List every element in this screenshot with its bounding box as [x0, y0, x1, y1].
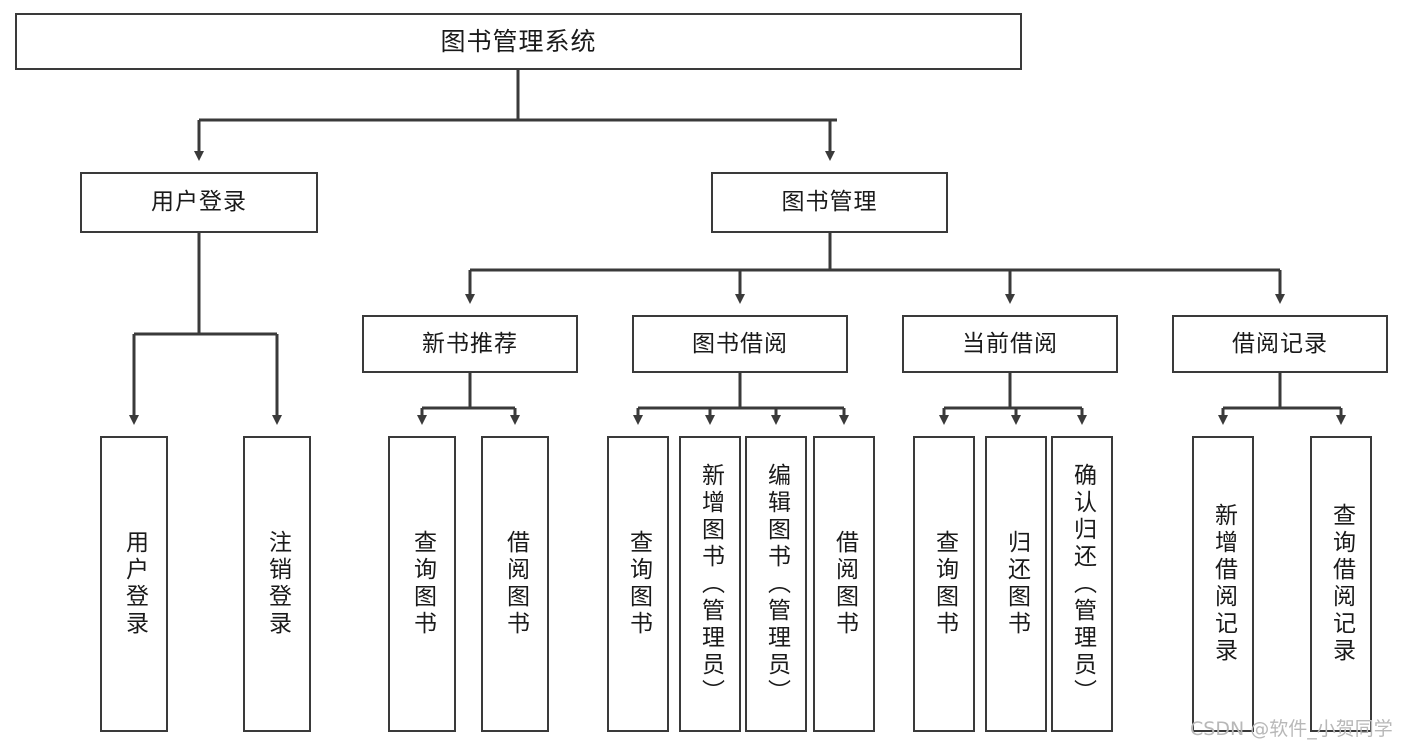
node-book-borrow[interactable]: 图书借阅	[632, 315, 848, 373]
node-leaf-cur-return-label: 归还图书	[1003, 530, 1030, 638]
node-leaf-rec-borrow-label: 借阅图书	[502, 530, 529, 638]
node-leaf-rec-query[interactable]: 查询图书	[388, 436, 456, 732]
node-leaf-user-logout-label: 注销登录	[264, 530, 291, 638]
node-leaf-record-add-label: 新增借阅记录	[1210, 503, 1237, 665]
node-leaf-borrow-lend[interactable]: 借阅图书	[813, 436, 875, 732]
node-book-manage-label: 图书管理	[781, 189, 878, 216]
node-leaf-borrow-add[interactable]: 新增图书（管理员）	[679, 436, 741, 732]
node-leaf-borrow-edit[interactable]: 编辑图书（管理员）	[745, 436, 807, 732]
node-leaf-record-query[interactable]: 查询借阅记录	[1310, 436, 1372, 732]
node-root[interactable]: 图书管理系统	[15, 13, 1022, 70]
node-new-book-rec[interactable]: 新书推荐	[362, 315, 578, 373]
node-borrow-record-label: 借阅记录	[1232, 330, 1328, 357]
node-leaf-borrow-lend-label: 借阅图书	[831, 530, 858, 638]
node-user-login-label: 用户登录	[151, 189, 247, 216]
node-leaf-cur-confirm[interactable]: 确认归还（管理员）	[1051, 436, 1113, 732]
node-current-borrow-label: 当前借阅	[962, 330, 1058, 357]
node-borrow-record[interactable]: 借阅记录	[1172, 315, 1388, 373]
node-user-login[interactable]: 用户登录	[80, 172, 318, 233]
node-leaf-user-logout[interactable]: 注销登录	[243, 436, 311, 732]
node-leaf-record-query-label: 查询借阅记录	[1328, 503, 1355, 665]
node-leaf-borrow-query-label: 查询图书	[625, 530, 652, 638]
node-leaf-user-login-label: 用户登录	[121, 530, 148, 638]
csdn-watermark: CSDN @软件_小贺同学	[1190, 718, 1393, 740]
node-leaf-borrow-query[interactable]: 查询图书	[607, 436, 669, 732]
node-new-book-rec-label: 新书推荐	[422, 330, 518, 357]
node-current-borrow[interactable]: 当前借阅	[902, 315, 1118, 373]
node-leaf-user-login[interactable]: 用户登录	[100, 436, 168, 732]
node-leaf-cur-return[interactable]: 归还图书	[985, 436, 1047, 732]
node-leaf-cur-query[interactable]: 查询图书	[913, 436, 975, 732]
node-leaf-cur-query-label: 查询图书	[931, 530, 958, 638]
node-leaf-cur-confirm-label: 确认归还（管理员）	[1069, 462, 1096, 706]
node-leaf-borrow-edit-label: 编辑图书（管理员）	[763, 462, 790, 706]
node-leaf-rec-borrow[interactable]: 借阅图书	[481, 436, 549, 732]
node-root-label: 图书管理系统	[440, 27, 597, 56]
node-leaf-record-add[interactable]: 新增借阅记录	[1192, 436, 1254, 732]
node-leaf-borrow-add-label: 新增图书（管理员）	[697, 462, 724, 706]
node-book-borrow-label: 图书借阅	[692, 330, 788, 357]
node-leaf-rec-query-label: 查询图书	[409, 530, 436, 638]
node-book-manage[interactable]: 图书管理	[711, 172, 948, 233]
